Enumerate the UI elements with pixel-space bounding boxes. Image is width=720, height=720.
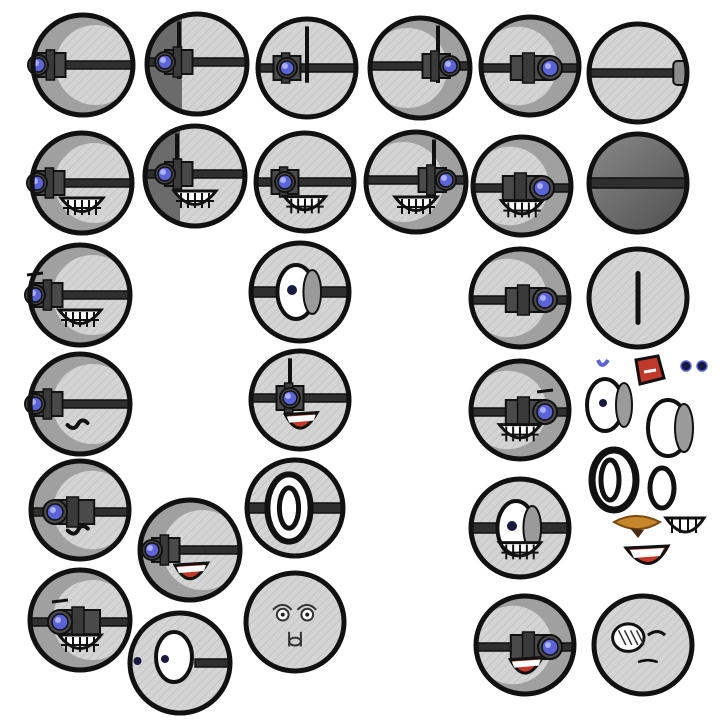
scope-dark-grin-icon (142, 123, 248, 229)
scope-right-brow-grin-icon (468, 358, 572, 462)
head-dark-grin (142, 123, 248, 229)
scope-back-icon (586, 21, 690, 125)
part-ring-large (588, 446, 640, 514)
part-red-mouth (634, 354, 666, 386)
head-scope-right-wide (478, 14, 582, 118)
head-rage-face (243, 570, 347, 674)
scope-turn-right-grin-icon (363, 129, 469, 235)
head-slit (586, 246, 690, 350)
eye-dots-icon (680, 360, 708, 372)
part-gold-teeth (611, 515, 663, 538)
lens-dot-icon (596, 358, 610, 367)
slit-icon (586, 246, 690, 350)
scope-right-grin-icon (470, 134, 574, 238)
monocle-left-icon (585, 377, 633, 433)
rage-face-icon (243, 570, 347, 674)
scope-turn-right-icon (367, 15, 473, 121)
part-lens-dot (596, 358, 610, 367)
head-dark-band (586, 131, 690, 235)
scope-right-icon (478, 14, 582, 118)
gold-teeth-icon (611, 515, 663, 538)
head-left-squiggle (24, 351, 133, 457)
dark-band-icon (586, 131, 690, 235)
red-mouth-icon (634, 354, 666, 386)
monocle-grin-icon (468, 476, 572, 580)
monocle-front-icon (248, 240, 352, 344)
head-double-ring (244, 457, 346, 559)
part-eye-dots (680, 360, 708, 372)
scope-brow-grin-icon (27, 567, 133, 673)
head-scope-front (255, 16, 359, 120)
scope-right-open-icon (473, 593, 577, 697)
head-right-plain (468, 246, 572, 350)
head-turn-right-grin (363, 129, 469, 235)
scope-left-squiggle-icon (24, 351, 133, 457)
head-side-open-mouth (137, 497, 243, 603)
side-eye-icon (127, 610, 233, 716)
scope-left-grin-icon (26, 130, 135, 236)
scope-right-plain-icon (468, 246, 572, 350)
head-monocle-grin (468, 476, 572, 580)
scope-front-open-icon (248, 348, 352, 452)
head-front-grin (253, 130, 357, 234)
head-scope-left-grin (26, 130, 135, 236)
part-grin (663, 516, 707, 534)
part-monocle-left (585, 377, 633, 433)
head-front-open-mouth (248, 348, 352, 452)
head-right-grin (470, 134, 574, 238)
head-monocle-smirk (591, 593, 695, 697)
grin-icon (663, 516, 707, 534)
head-left-brow-grin (24, 242, 133, 348)
part-ring-small (647, 465, 677, 511)
scope-turn-left-icon (144, 11, 250, 117)
double-ring-icon (244, 457, 346, 559)
ring-large-icon (588, 446, 640, 514)
scope-left-brow-grin-icon (24, 242, 133, 348)
scope-side-open-icon (137, 497, 243, 603)
head-left-squiggle-2 (28, 458, 132, 562)
head-scope-back (586, 21, 690, 125)
scope-left-icon (27, 12, 136, 118)
ring-small-icon (647, 465, 677, 511)
head-right-open-mouth (473, 593, 577, 697)
monocle-right-icon (646, 398, 694, 458)
head-scope-turn-right (367, 15, 473, 121)
part-open-mouth (623, 544, 671, 565)
head-scope-brow-grin (27, 567, 133, 673)
part-monocle-right (646, 398, 694, 458)
head-side-eye (127, 610, 233, 716)
head-scope-turn-left (144, 11, 250, 117)
scope-front-grin-icon (253, 130, 357, 234)
open-mouth-icon (623, 544, 671, 565)
scope-left-squiggle2-icon (28, 458, 132, 562)
head-right-brow-grin (468, 358, 572, 462)
head-monocle-front (248, 240, 352, 344)
monocle-smirk-icon (591, 593, 695, 697)
scope-front-icon (255, 16, 359, 120)
head-scope-left (27, 12, 136, 118)
